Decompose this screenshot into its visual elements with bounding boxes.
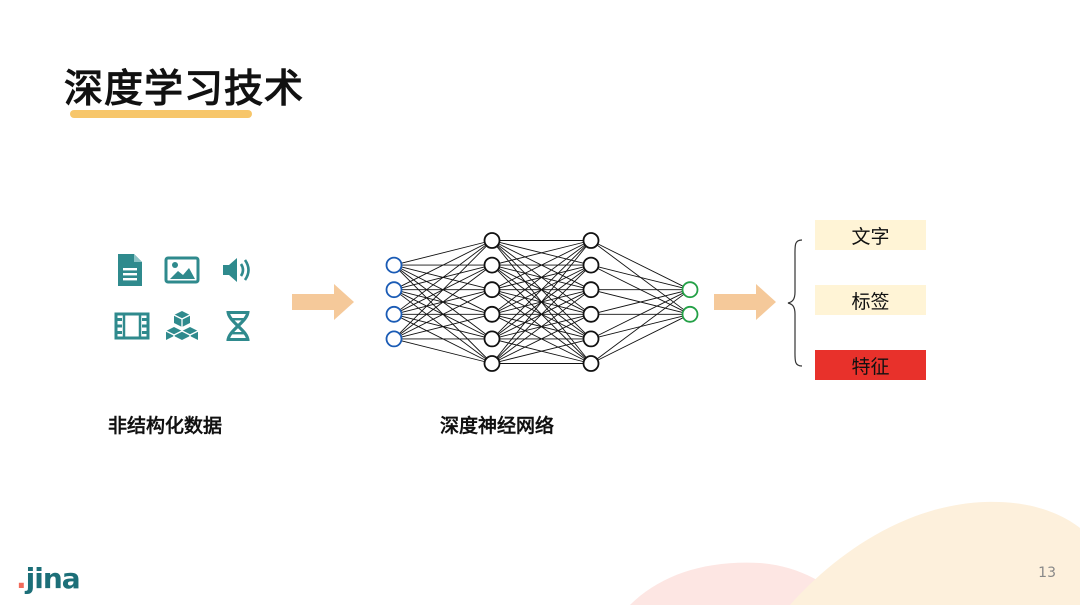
- hidden-node: [483, 256, 501, 274]
- hidden-node: [582, 330, 600, 348]
- jina-logo: .jina: [16, 562, 81, 595]
- output-node: [681, 305, 699, 323]
- output-node: [681, 281, 699, 299]
- network-edge: [491, 240, 592, 315]
- hidden-node: [483, 330, 501, 348]
- network-edge: [393, 240, 493, 266]
- hidden-node: [483, 281, 501, 299]
- input-node: [385, 330, 403, 348]
- audio-icon: [223, 258, 250, 282]
- hidden-node: [483, 355, 501, 372]
- network-edge: [590, 240, 691, 291]
- network-edge: [491, 240, 592, 291]
- 3d-cubes-icon: [165, 311, 199, 340]
- image-icon: [164, 256, 200, 284]
- unstructured-data-caption: 非结构化数据: [108, 415, 223, 437]
- dna-icon: [226, 310, 250, 342]
- title-underline: [70, 110, 252, 118]
- network-edge: [393, 264, 493, 340]
- hidden-node: [582, 256, 600, 274]
- network-edge: [491, 313, 592, 364]
- network-edge: [491, 264, 592, 364]
- network-edge: [590, 264, 691, 291]
- network-edge: [491, 240, 592, 364]
- page-number: 13: [1038, 565, 1056, 581]
- arrow-right-icon: [714, 284, 776, 320]
- hidden-node: [483, 232, 501, 249]
- input-node: [385, 256, 403, 274]
- network-edge: [590, 313, 691, 364]
- network-edge: [393, 240, 493, 340]
- network-edge: [590, 289, 691, 364]
- network-edge: [590, 289, 691, 315]
- peach-wave-shape: [790, 501, 1080, 605]
- document-icon: [118, 254, 142, 286]
- input-node: [385, 281, 403, 299]
- neural-network-diagram: [385, 232, 699, 372]
- hidden-node: [483, 305, 501, 323]
- output-tag-text: 文字: [815, 220, 926, 250]
- video-icon: [114, 312, 150, 340]
- network-edge: [393, 240, 493, 291]
- arrow-right-icon: [292, 284, 354, 320]
- network-edge: [393, 240, 493, 315]
- hidden-node: [582, 281, 600, 299]
- network-edge: [491, 289, 592, 364]
- network-edge: [393, 289, 493, 340]
- hidden-node: [582, 232, 600, 249]
- network-edge: [393, 313, 493, 340]
- input-node: [385, 305, 403, 323]
- network-edge: [491, 338, 592, 364]
- slide-title: 深度学习技术: [64, 67, 305, 112]
- output-tag-label: 标签: [815, 285, 926, 315]
- hidden-node: [582, 305, 600, 323]
- output-tag-feature: 特征: [815, 350, 926, 380]
- curly-brace: [787, 239, 803, 367]
- pink-wave-shape: [630, 562, 850, 605]
- network-edge: [491, 240, 592, 266]
- hidden-node: [582, 355, 600, 372]
- network-edge: [393, 338, 493, 364]
- network-edge: [491, 240, 592, 340]
- network-edge: [590, 289, 691, 340]
- neural-network-caption: 深度神经网络: [440, 415, 555, 437]
